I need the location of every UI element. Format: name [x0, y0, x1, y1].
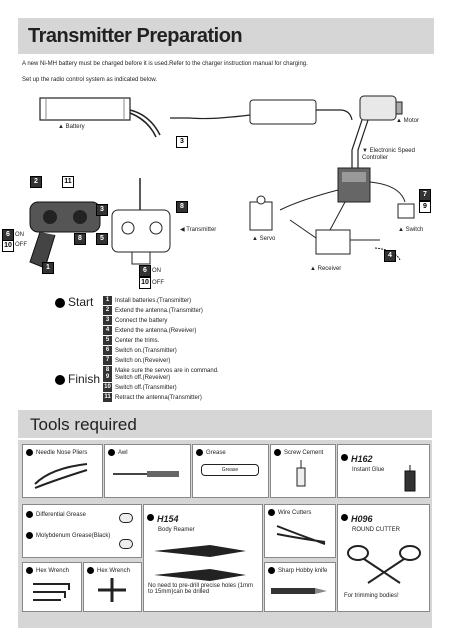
- label-servo: ▲ Servo: [252, 236, 276, 242]
- marker-3-right: 3: [96, 204, 108, 216]
- battery-pack-illustration: [39, 97, 161, 138]
- tool-hex-wrench-2: Hex Wrench: [83, 562, 142, 612]
- marker-1: 1: [42, 262, 54, 274]
- tool-hobby-knife: Sharp Hobby knife: [264, 562, 336, 612]
- motor-illustration: [351, 95, 403, 168]
- tool-grease: Grease Grease: [192, 444, 269, 498]
- grease-jar-icon: [119, 513, 133, 523]
- transmitter-right-illustration: [111, 178, 171, 265]
- intro-line-2: Set up the radio control system as indic…: [22, 77, 158, 83]
- receiver-illustration: [289, 219, 380, 255]
- marker-2: 2: [30, 176, 42, 188]
- label-motor: ▲ Motor: [396, 118, 419, 124]
- tool-awl: Awl: [104, 444, 191, 498]
- label-off-left: OFF: [15, 242, 27, 248]
- marker-10-right: 10: [139, 277, 151, 289]
- marker-5: 5: [96, 233, 108, 245]
- label-on-left: ON: [15, 232, 24, 238]
- reamer-icon: [154, 545, 246, 581]
- marker-4: 4: [384, 250, 396, 262]
- marker-9: 9: [419, 201, 431, 213]
- marker-8-left: 8: [74, 233, 86, 245]
- cement-bottle-icon: [296, 460, 306, 487]
- tool-h096: H096 ROUND CUTTER For trimming bodies!: [337, 504, 430, 612]
- servo-illustration: [249, 195, 273, 231]
- transmitter-left-illustration: [29, 201, 101, 269]
- label-battery: ▲ Battery: [58, 124, 85, 130]
- intro-line-1: A new Ni-MH battery must be charged befo…: [22, 61, 308, 67]
- tool-diff-grease: Differential Grease Molybdenum Grease(Bl…: [22, 504, 142, 558]
- esc-illustration: [279, 167, 406, 231]
- section-banner-transmitter: [18, 18, 434, 54]
- awl-icon: [113, 471, 179, 478]
- tool-screw-cement: Screw Cement: [270, 444, 336, 498]
- glue-bottle-icon: [404, 465, 416, 492]
- tool-needle-pliers: Needle Nose Pliers: [22, 444, 103, 498]
- wire-cutters-icon: [276, 525, 326, 546]
- tool-hex-wrench-1: Hex Wrench: [22, 562, 82, 612]
- start-label: Start: [55, 295, 93, 309]
- tool-wire-cutters: Wire Cutters: [264, 504, 336, 558]
- label-receiver: ▲ Receiver: [310, 266, 342, 272]
- label-esc: ▼ Electronic Speed Controller: [362, 148, 415, 161]
- section-banner-tools: [18, 410, 432, 438]
- section-title-tools: Tools required: [30, 415, 137, 434]
- scissors-icon: [347, 545, 421, 584]
- label-on-right: ON: [152, 268, 161, 274]
- marker-11: 11: [62, 176, 74, 188]
- wiring-diagram: [29, 95, 415, 269]
- label-off-right: OFF: [152, 280, 164, 286]
- tool-h162: H162 Instant Glue: [337, 444, 430, 498]
- charger-illustration: [170, 99, 353, 125]
- marker-3: 3: [176, 136, 188, 148]
- tool-h154: H154 Body Reamer No need to pre-drill pr…: [143, 504, 263, 612]
- switch-illustration: [397, 203, 415, 219]
- pliers-icon: [34, 463, 88, 490]
- section-title-transmitter: Transmitter Preparation: [28, 25, 243, 47]
- marker-10-left: 10: [2, 240, 14, 252]
- grease-tube-icon: Grease: [201, 464, 259, 477]
- label-transmitter: ◀ Transmitter: [180, 227, 217, 233]
- finish-label: Finish: [55, 372, 100, 386]
- knife-icon: [271, 588, 327, 595]
- marker-8-right: 8: [176, 201, 188, 213]
- marker-7: 7: [419, 189, 431, 201]
- moly-jar-icon: [119, 539, 133, 549]
- marker-6-right: 6: [139, 265, 151, 277]
- cross-wrench-icon: [98, 578, 126, 603]
- label-switch: ▲ Switch: [398, 227, 424, 233]
- hex-l-wrench-icon: [33, 583, 70, 602]
